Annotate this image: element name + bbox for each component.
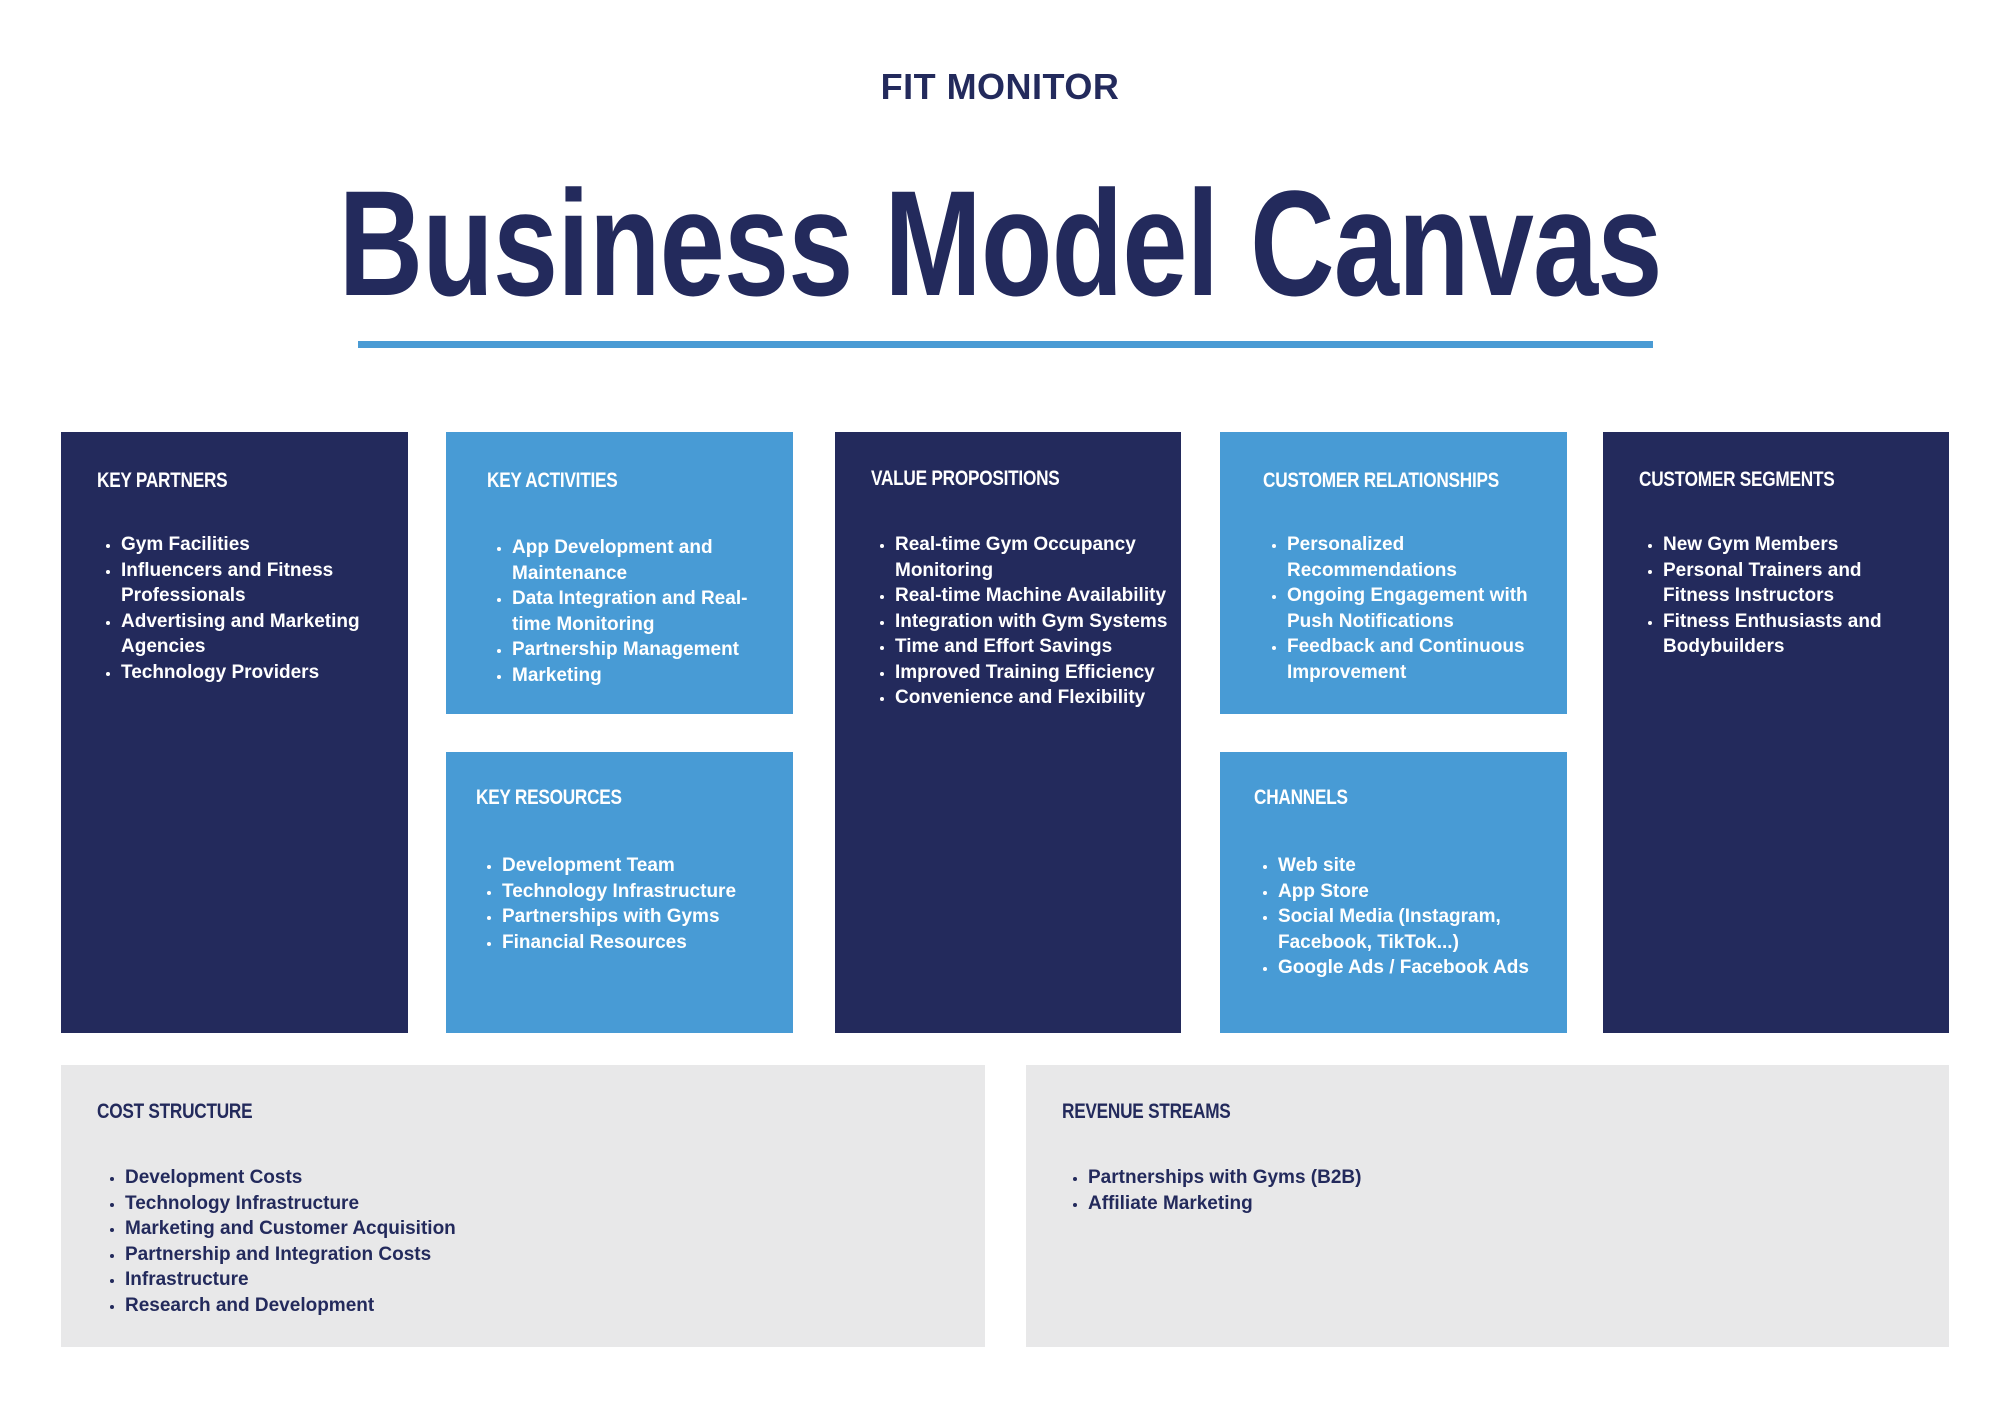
list-item: Social Media (Instagram, Facebook, TikTo… xyxy=(1278,904,1548,955)
revenue-streams-list: Partnerships with Gyms (B2B) Affiliate M… xyxy=(1064,1165,1688,1216)
list-item: Partnership Management xyxy=(512,637,782,663)
customer-relationships-heading: CUSTOMER RELATIONSHIPS xyxy=(1263,469,1500,492)
customer-relationships-list: Personalized Recommendations Ongoing Eng… xyxy=(1263,532,1557,685)
list-item: Convenience and Flexibility xyxy=(895,685,1195,711)
list-item: Advertising and Marketing Agencies xyxy=(121,609,411,660)
channels-heading: CHANNELS xyxy=(1254,786,1348,809)
list-item: Real-time Machine Availability xyxy=(895,583,1195,609)
list-item: Ongoing Engagement with Push Notificatio… xyxy=(1287,583,1557,634)
list-item: Technology Infrastructure xyxy=(125,1191,725,1217)
list-item: Feedback and Continuous Improvement xyxy=(1287,634,1557,685)
list-item: Fitness Enthusiasts and Bodybuilders xyxy=(1663,609,1933,660)
list-item: Marketing xyxy=(512,663,782,689)
key-partners-heading: KEY PARTNERS xyxy=(97,469,228,492)
list-item: Influencers and Fitness Professionals xyxy=(121,558,411,609)
value-propositions-heading: VALUE PROPOSITIONS xyxy=(871,467,1060,490)
list-item: App Development and Maintenance xyxy=(512,535,782,586)
list-item: New Gym Members xyxy=(1663,532,1933,558)
key-activities-heading: KEY ACTIVITIES xyxy=(487,469,618,492)
channels-list: Web site App Store Social Media (Instagr… xyxy=(1254,853,1548,981)
list-item: Partnerships with Gyms (B2B) xyxy=(1088,1165,1688,1191)
list-item: Financial Resources xyxy=(502,930,762,956)
list-item: Technology Infrastructure xyxy=(502,879,762,905)
list-item: Gym Facilities xyxy=(121,532,411,558)
title-underline-divider xyxy=(358,341,1653,348)
list-item: Personalized Recommendations xyxy=(1287,532,1557,583)
customer-segments-list: New Gym Members Personal Trainers and Fi… xyxy=(1639,532,1933,660)
list-item: Partnerships with Gyms xyxy=(502,904,762,930)
list-item: Development Team xyxy=(502,853,762,879)
list-item: Improved Training Efficiency xyxy=(895,660,1195,686)
list-item: Google Ads / Facebook Ads xyxy=(1278,955,1548,981)
list-item: Time and Effort Savings xyxy=(895,634,1195,660)
list-item: Web site xyxy=(1278,853,1548,879)
key-resources-heading: KEY RESOURCES xyxy=(476,786,622,809)
list-item: Research and Development xyxy=(125,1293,725,1319)
company-name: FIT MONITOR xyxy=(880,66,1120,107)
list-item: Affiliate Marketing xyxy=(1088,1191,1688,1217)
list-item: Data Integration and Real-time Monitorin… xyxy=(512,586,782,637)
page-title: Business Model Canvas xyxy=(0,168,2000,318)
key-activities-block: KEY ACTIVITIES App Development and Maint… xyxy=(446,432,793,714)
key-activities-list: App Development and Maintenance Data Int… xyxy=(488,535,782,688)
list-item: App Store xyxy=(1278,879,1548,905)
key-resources-block: KEY RESOURCES Development Team Technolog… xyxy=(446,752,793,1033)
list-item: Development Costs xyxy=(125,1165,725,1191)
list-item: Infrastructure xyxy=(125,1267,725,1293)
revenue-streams-block: REVENUE STREAMS Partnerships with Gyms (… xyxy=(1026,1065,1949,1347)
cost-structure-list: Development Costs Technology Infrastruct… xyxy=(101,1165,725,1318)
key-partners-list: Gym Facilities Influencers and Fitness P… xyxy=(97,532,411,685)
list-item: Technology Providers xyxy=(121,660,411,686)
customer-segments-block: CUSTOMER SEGMENTS New Gym Members Person… xyxy=(1603,432,1949,1033)
key-partners-block: KEY PARTNERS Gym Facilities Influencers … xyxy=(61,432,408,1033)
value-propositions-list: Real-time Gym Occupancy Monitoring Real-… xyxy=(871,532,1195,711)
list-item: Integration with Gym Systems xyxy=(895,609,1195,635)
revenue-streams-heading: REVENUE STREAMS xyxy=(1062,1100,1231,1123)
page-title-text: Business Model Canvas xyxy=(338,159,1662,327)
cost-structure-heading: COST STRUCTURE xyxy=(97,1100,253,1123)
cost-structure-block: COST STRUCTURE Development Costs Technol… xyxy=(61,1065,985,1347)
value-propositions-block: VALUE PROPOSITIONS Real-time Gym Occupan… xyxy=(835,432,1181,1033)
list-item: Partnership and Integration Costs xyxy=(125,1242,725,1268)
list-item: Marketing and Customer Acquisition xyxy=(125,1216,725,1242)
customer-relationships-block: CUSTOMER RELATIONSHIPS Personalized Reco… xyxy=(1220,432,1567,714)
list-item: Personal Trainers and Fitness Instructor… xyxy=(1663,558,1933,609)
channels-block: CHANNELS Web site App Store Social Media… xyxy=(1220,752,1567,1033)
customer-segments-heading: CUSTOMER SEGMENTS xyxy=(1639,468,1835,491)
list-item: Real-time Gym Occupancy Monitoring xyxy=(895,532,1195,583)
key-resources-list: Development Team Technology Infrastructu… xyxy=(478,853,762,955)
